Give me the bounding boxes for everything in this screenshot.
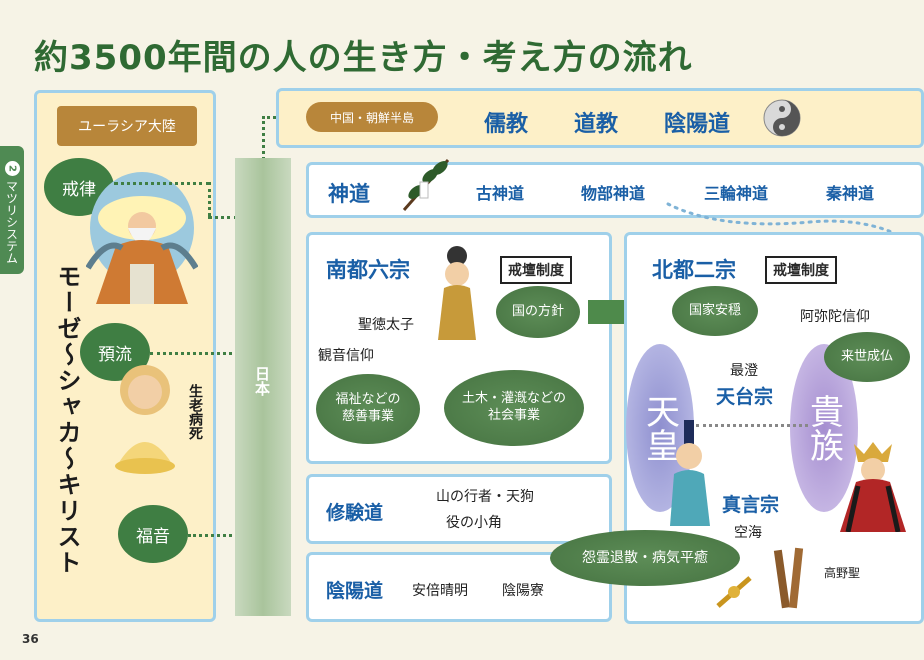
page-title: 約3500年間の人の生き方・考え方の流れ bbox=[34, 38, 693, 78]
japan-bar bbox=[235, 158, 291, 616]
onmyodo-top-label: 陰陽道 bbox=[664, 112, 731, 137]
shinto-item-mononobe: 物部神道 bbox=[581, 184, 646, 203]
sakaki-branch-icon bbox=[402, 159, 450, 211]
confucianism-label: 儒教 bbox=[484, 112, 529, 137]
page-number: 36 bbox=[22, 632, 39, 646]
emperor-nobility-link bbox=[696, 424, 808, 427]
emperor-oval: 天皇 bbox=[626, 344, 694, 512]
chapter-number: 2 bbox=[4, 160, 20, 176]
blob-afterlife: 来世成仏 bbox=[824, 332, 910, 382]
kukai-name: 空海 bbox=[734, 525, 762, 541]
china-korea-tag: 中国・朝鮮半島 bbox=[306, 102, 438, 132]
shinto-item-hata: 秦神道 bbox=[826, 184, 875, 203]
circle-kairitsu: 戒律 bbox=[44, 158, 114, 216]
china-korea-box bbox=[276, 88, 924, 148]
blob-charity: 福祉などの 慈善事業 bbox=[316, 374, 420, 444]
eurasia-label: ユーラシア大陸 bbox=[57, 106, 197, 146]
blob-national-policy: 国の方針 bbox=[496, 286, 580, 338]
emperor-figure bbox=[670, 420, 710, 526]
dotted-connector bbox=[262, 116, 282, 119]
taoism-label: 道教 bbox=[574, 112, 619, 137]
shugendo-box bbox=[306, 474, 612, 544]
kannon-faith: 観音信仰 bbox=[318, 348, 374, 364]
yin-yang-icon bbox=[763, 99, 801, 137]
japan-label: 日本 bbox=[253, 366, 271, 396]
shotoku-taishi-illustration bbox=[438, 246, 476, 340]
amida-faith: 阿弥陀信仰 bbox=[800, 309, 870, 325]
dotted-connector bbox=[262, 116, 265, 178]
saicho-name: 最澄 bbox=[730, 363, 758, 379]
shugendo-line1: 山の行者・天狗 bbox=[436, 489, 534, 505]
shingon-sect: 真言宗 bbox=[722, 494, 780, 516]
dotted-connector bbox=[114, 182, 210, 185]
blob-civil-engineering: 土木・灌漑などの 社会事業 bbox=[444, 370, 584, 446]
blob-national-peace: 国家安穏 bbox=[672, 286, 758, 336]
dotted-connector bbox=[208, 216, 238, 219]
shugendo-title: 修験道 bbox=[326, 502, 384, 524]
onmyodo-title: 陰陽道 bbox=[326, 580, 384, 602]
buddha-illustration bbox=[115, 365, 175, 474]
nanto-kaidan-label: 戒壇制度 bbox=[500, 256, 572, 284]
dotted-connector bbox=[188, 534, 238, 537]
moses-shaka-christ-text: モーゼ〜シャカ〜キリスト bbox=[53, 264, 81, 576]
vajra-icon bbox=[716, 576, 752, 608]
dotted-connector bbox=[208, 182, 211, 216]
onmyoryo: 陰陽寮 bbox=[502, 583, 544, 599]
hokuto-kaidan-label: 戒壇制度 bbox=[765, 256, 837, 284]
shinto-item-ko: 古神道 bbox=[476, 184, 525, 203]
shinto-item-miwa: 三輪神道 bbox=[704, 184, 769, 203]
tendai-sect: 天台宗 bbox=[716, 386, 774, 408]
koya-hijiri-icon bbox=[773, 547, 804, 609]
blob-exorcism-healing: 怨霊退散・病気平癒 bbox=[550, 530, 740, 586]
circle-fukuin: 福音 bbox=[118, 505, 188, 563]
shinto-box bbox=[306, 162, 924, 218]
shinto-title: 神道 bbox=[328, 182, 370, 206]
dotted-connector bbox=[150, 352, 238, 355]
chapter-label: マツリシステム bbox=[4, 179, 19, 264]
shotoku-name: 聖徳太子 bbox=[358, 317, 414, 333]
noble-lady-figure bbox=[840, 442, 906, 532]
moses-illustration bbox=[86, 172, 198, 304]
shinto-dotted-flow bbox=[666, 202, 924, 252]
chapter-side-tab[interactable]: 2 マツリシステム bbox=[0, 146, 24, 274]
life-stages-text: 生老病死 bbox=[187, 384, 203, 440]
nanto-title: 南都六宗 bbox=[326, 258, 410, 282]
abe-no-seimei: 安倍晴明 bbox=[412, 583, 468, 599]
shugendo-line2: 役の小角 bbox=[446, 515, 502, 531]
koya-hijiri-label: 高野聖 bbox=[824, 566, 861, 580]
hokuto-title: 北都二宗 bbox=[652, 258, 736, 282]
